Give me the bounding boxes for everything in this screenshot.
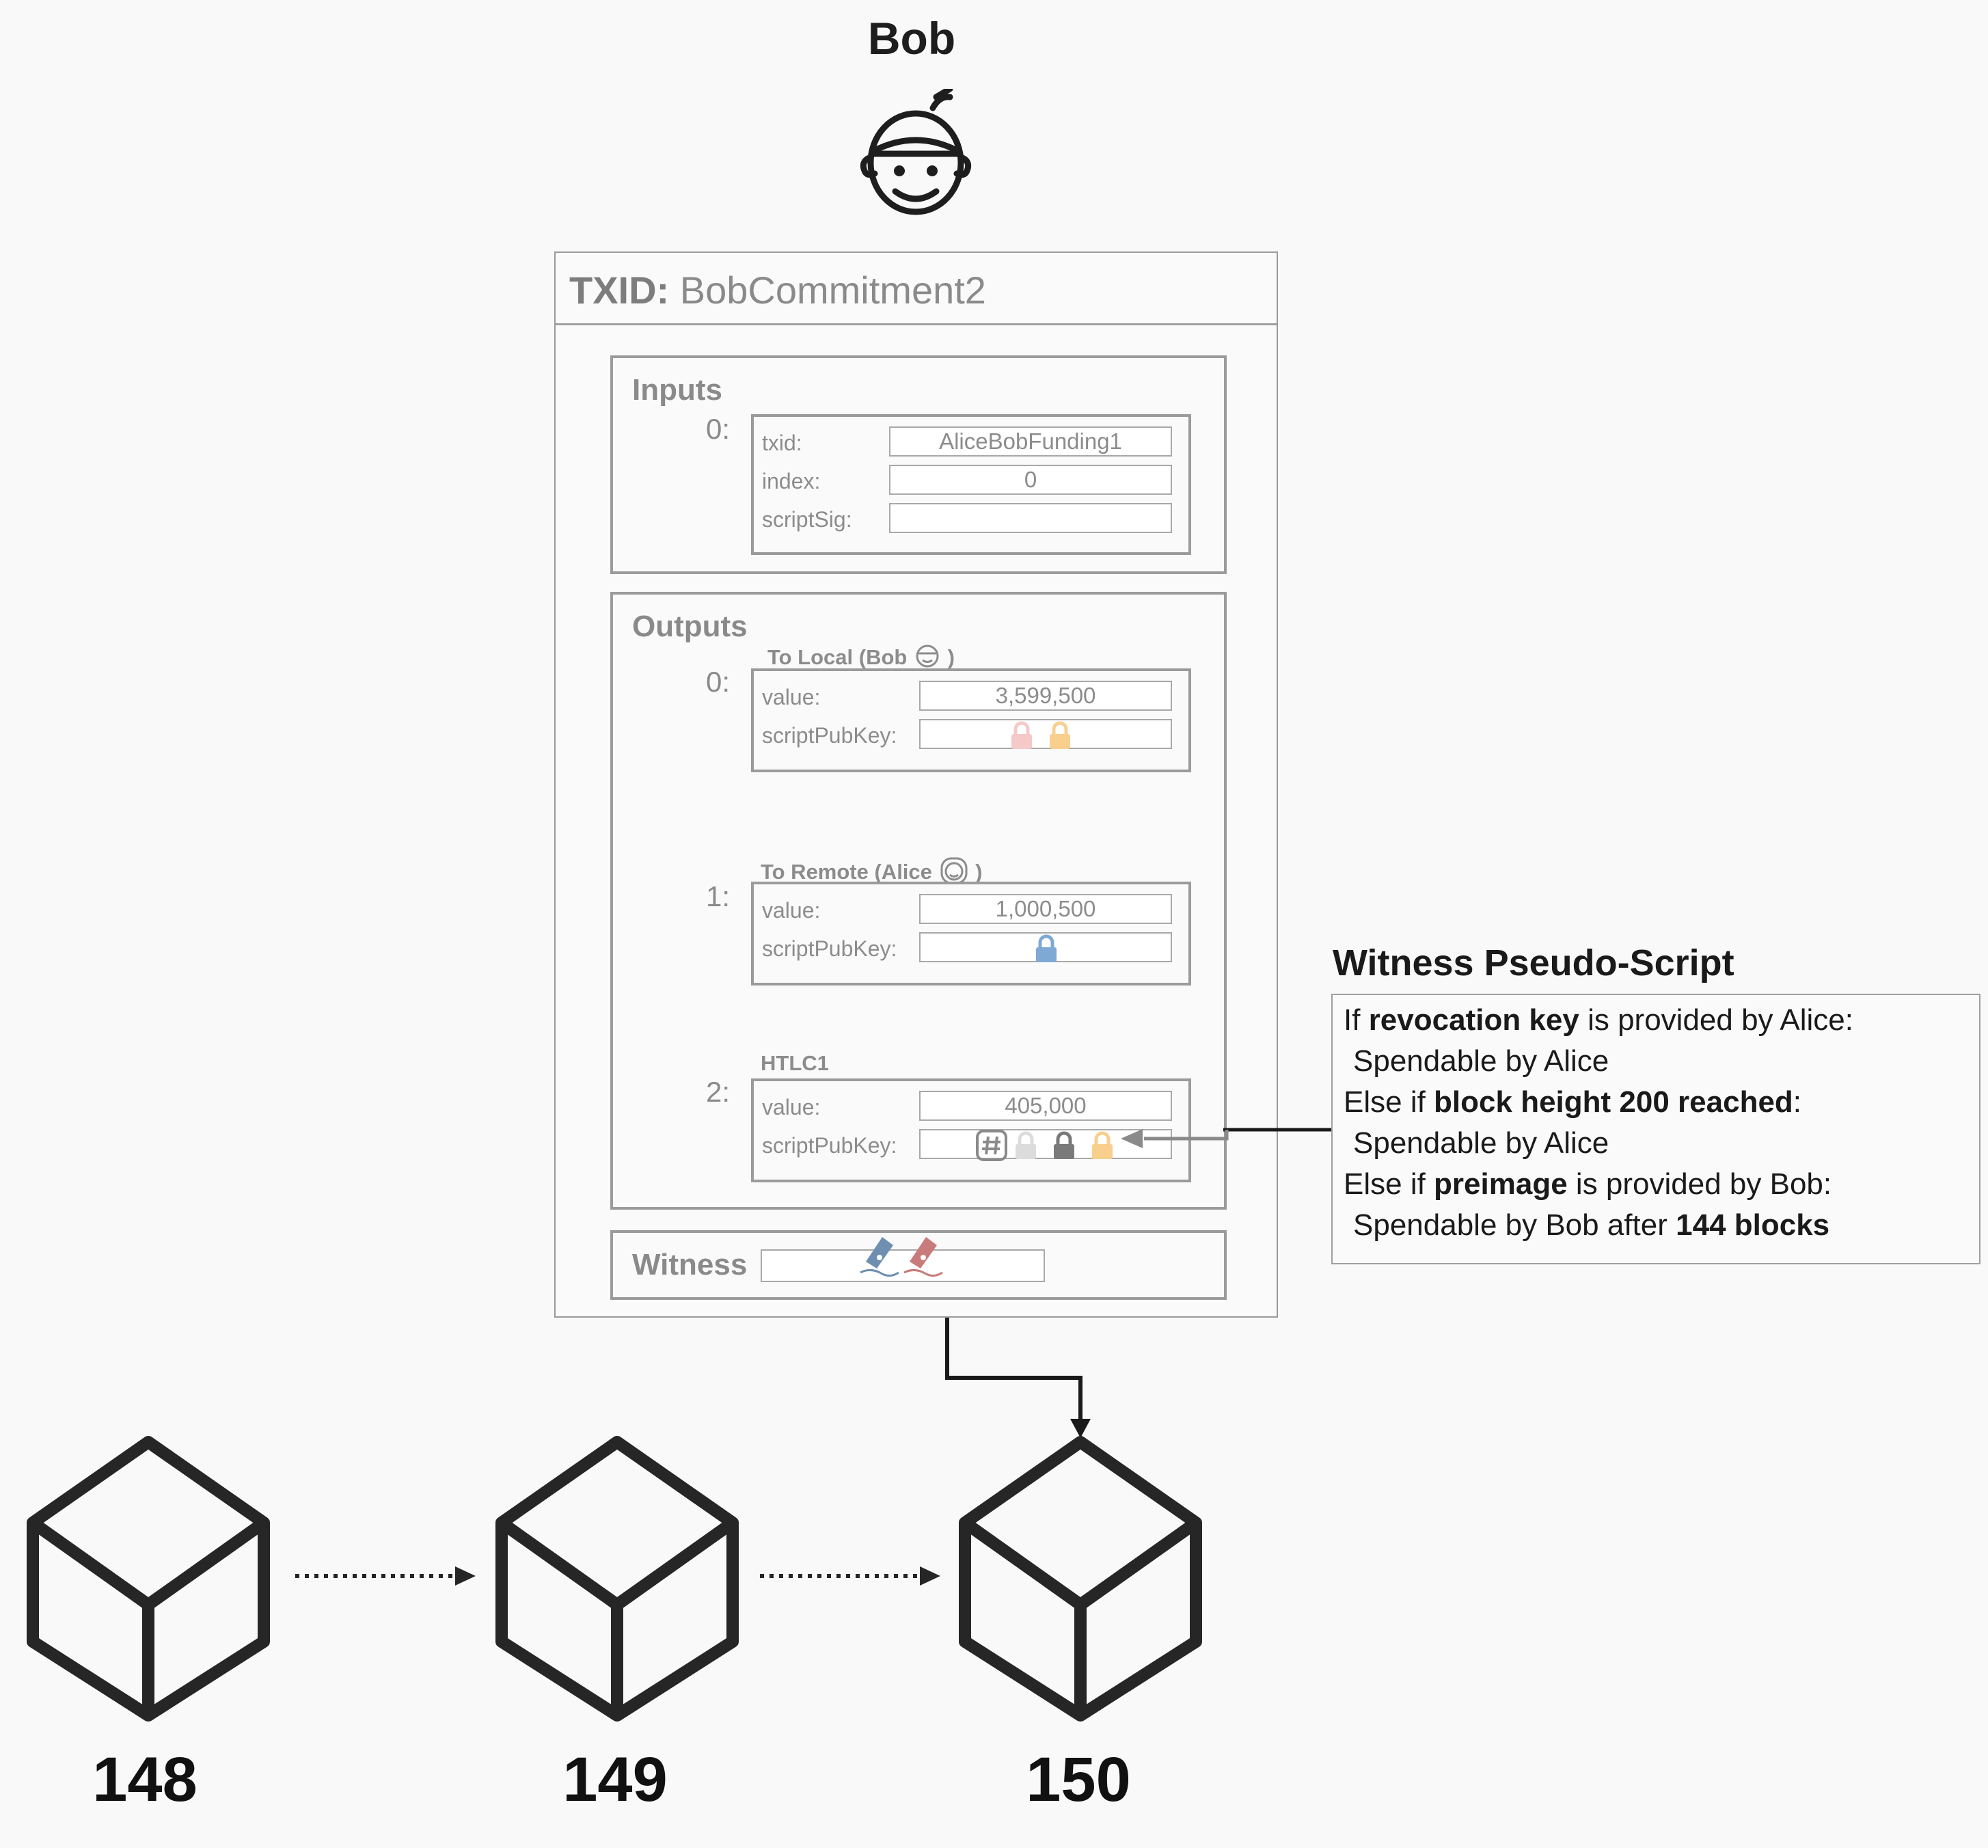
output-1-spk-field bbox=[919, 932, 1172, 962]
output-2-title-text: HTLC1 bbox=[761, 1051, 829, 1075]
witness-line-5: Else if preimage is provided by Bob: bbox=[1344, 1167, 1832, 1201]
output-0-fields: value: 3,599,500 scriptPubKey: bbox=[751, 668, 1191, 772]
output-2-value-field: 405,000 bbox=[919, 1091, 1172, 1121]
input-index: 0: bbox=[706, 413, 731, 445]
witness-line-2: Spendable by Alice bbox=[1353, 1044, 1609, 1078]
input-fields: txid: AliceBobFunding1 index: 0 scriptSi… bbox=[751, 414, 1191, 555]
output-1-title-text: To Remote (Alice bbox=[761, 860, 932, 884]
output-0-spk-field bbox=[919, 719, 1172, 749]
witness-line-6: Spendable by Bob after 144 blocks bbox=[1353, 1208, 1830, 1242]
bob-avatar-icon bbox=[860, 89, 972, 215]
input-index-label: index: bbox=[762, 469, 821, 493]
input-scriptsig-field bbox=[889, 503, 1172, 533]
transaction-card: TXID: BobCommitment2 Inputs 0: txid: Ali… bbox=[554, 252, 1278, 1318]
witness-line-4: Spendable by Alice bbox=[1353, 1126, 1609, 1160]
output-1-index: 1: bbox=[706, 880, 731, 912]
txid-value: BobCommitment2 bbox=[679, 269, 986, 312]
output-2-title: HTLC1 bbox=[761, 1051, 829, 1076]
input-txid-field: AliceBobFunding1 bbox=[889, 426, 1172, 457]
input-scriptsig-label: scriptSig: bbox=[762, 507, 852, 532]
lock-light-gray-icon bbox=[1016, 1131, 1036, 1159]
outputs-section: Outputs To Local (Bob ) 0: value: 3,599,… bbox=[610, 592, 1227, 1210]
block-number-149: 149 bbox=[562, 1745, 668, 1815]
tx-to-block-arrow bbox=[945, 1318, 1091, 1438]
block-number-148: 148 bbox=[92, 1745, 198, 1815]
txid-title: TXID: BobCommitment2 bbox=[569, 268, 986, 312]
block-149-icon bbox=[495, 1436, 739, 1722]
output-0-value-field: 3,599,500 bbox=[919, 681, 1172, 711]
output-2-fields: value: 405,000 scriptPubKey: bbox=[751, 1078, 1191, 1182]
block-number-150: 150 bbox=[1026, 1745, 1131, 1815]
bob-title: Bob bbox=[867, 13, 956, 64]
output-2-spk-label: scriptPubKey: bbox=[762, 1133, 897, 1158]
block-150-icon bbox=[959, 1436, 1202, 1722]
output-1-value-field: 1,000,500 bbox=[919, 894, 1172, 924]
transaction-header: TXID: BobCommitment2 bbox=[556, 253, 1277, 325]
witness-script-box: If revocation key is provided by Alice: … bbox=[1331, 994, 1980, 1264]
output-2-spk-field bbox=[919, 1129, 1172, 1161]
bob-face-icon bbox=[916, 644, 939, 668]
witness-field bbox=[761, 1237, 1045, 1282]
lock-dark-gray-icon bbox=[1054, 1131, 1074, 1159]
witness-connector-arrow bbox=[1121, 1128, 1333, 1148]
output-1-value-label: value: bbox=[762, 898, 821, 923]
signature-pen-red-icon bbox=[903, 1237, 943, 1277]
inputs-label: Inputs bbox=[632, 373, 722, 407]
output-0-title: To Local (Bob ) bbox=[767, 641, 955, 670]
output-0-title-text: To Local (Bob bbox=[767, 645, 908, 669]
output-1-fields: value: 1,000,500 scriptPubKey: bbox=[751, 882, 1191, 986]
output-0-spk-label: scriptPubKey: bbox=[762, 723, 897, 748]
output-1-title-close: ) bbox=[975, 860, 983, 884]
input-index-field: 0 bbox=[889, 465, 1172, 495]
witness-section: Witness bbox=[610, 1230, 1227, 1300]
output-2-index: 2: bbox=[706, 1076, 731, 1108]
witness-script-title: Witness Pseudo-Script bbox=[1333, 942, 1734, 983]
lock-orange-icon bbox=[1092, 1131, 1113, 1159]
lock-blue-icon bbox=[1036, 934, 1057, 962]
witness-line-3: Else if block height 200 reached: bbox=[1344, 1085, 1802, 1119]
output-0-index: 0: bbox=[706, 666, 731, 698]
block-149-to-150-arrow bbox=[760, 1566, 940, 1586]
witness-line-1: If revocation key is provided by Alice: bbox=[1344, 1003, 1853, 1037]
output-1-spk-label: scriptPubKey: bbox=[762, 936, 897, 961]
signature-pen-blue-icon bbox=[860, 1237, 899, 1277]
output-0-title-close: ) bbox=[947, 645, 955, 669]
block-148-to-149-arrow bbox=[295, 1566, 476, 1586]
txid-label: TXID: bbox=[569, 269, 670, 312]
witness-label: Witness bbox=[632, 1248, 748, 1281]
outputs-label: Outputs bbox=[632, 610, 748, 643]
lock-pink-icon bbox=[1011, 721, 1032, 749]
inputs-section: Inputs 0: txid: AliceBobFunding1 index: … bbox=[610, 355, 1227, 574]
hash-icon bbox=[976, 1130, 1007, 1161]
output-0-value-label: value: bbox=[762, 685, 821, 709]
input-txid-label: txid: bbox=[762, 431, 802, 455]
lock-orange-icon bbox=[1050, 721, 1070, 749]
output-2-value-label: value: bbox=[762, 1095, 821, 1119]
block-148-icon bbox=[27, 1436, 270, 1722]
